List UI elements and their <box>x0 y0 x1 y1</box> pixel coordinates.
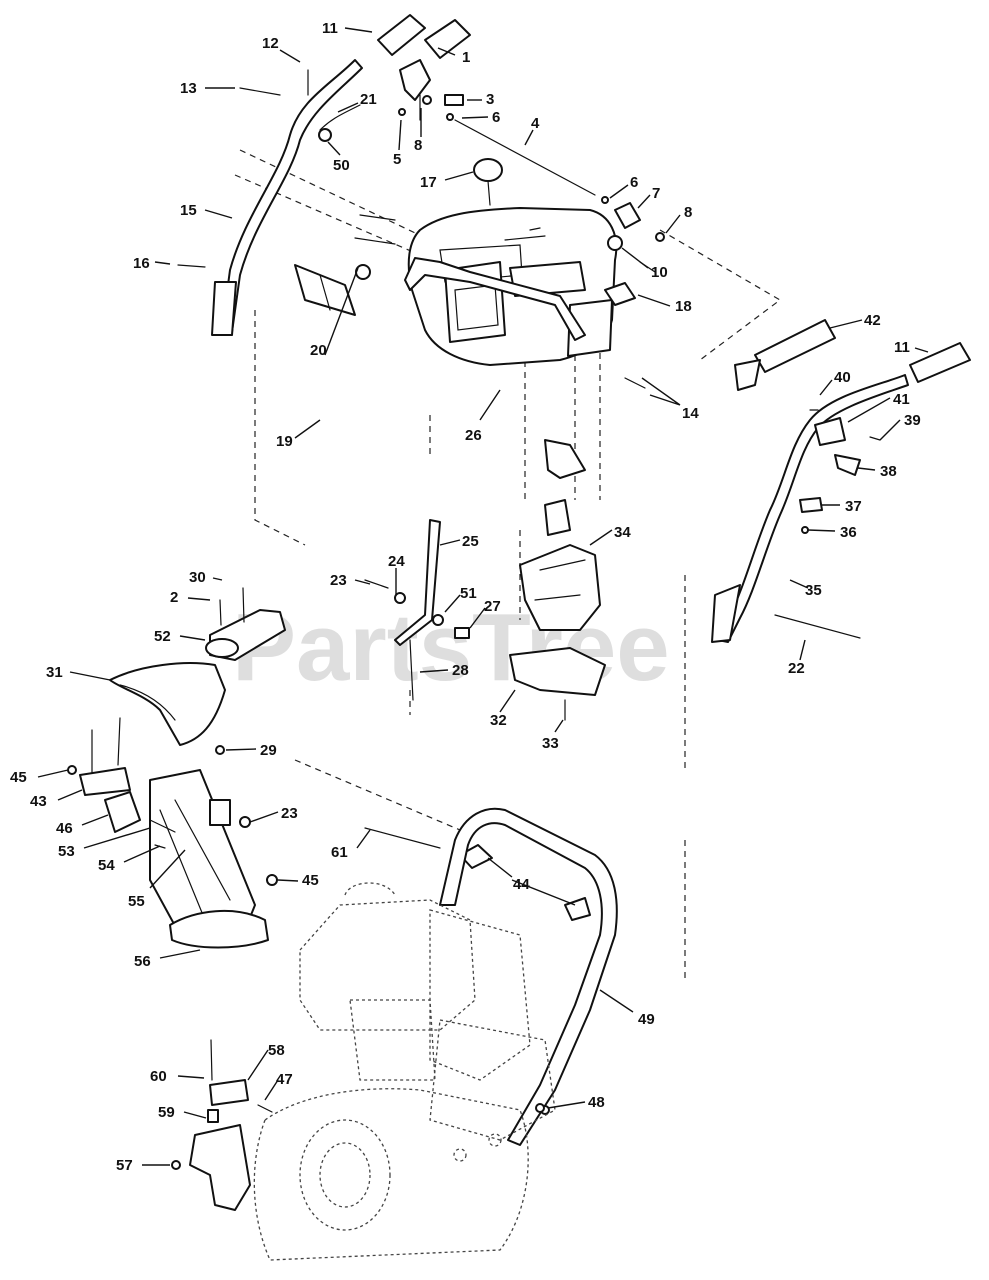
label-part-32: 32 <box>490 712 507 729</box>
label-part-12: 12 <box>262 35 279 52</box>
label-part-35: 35 <box>805 582 822 599</box>
label-part-6: 6 <box>630 174 638 191</box>
label-part-7: 7 <box>652 185 660 202</box>
label-part-42: 42 <box>864 312 881 329</box>
watermark: PartsTree <box>232 594 670 701</box>
label-part-11: 11 <box>322 20 338 37</box>
label-part-17: 17 <box>420 174 437 191</box>
label-part-25: 25 <box>462 533 479 550</box>
label-part-60: 60 <box>150 1068 167 1085</box>
handle-grips <box>377 14 971 383</box>
label-part-33: 33 <box>542 735 559 752</box>
label-part-6: 6 <box>492 109 500 126</box>
label-part-41: 41 <box>893 391 910 408</box>
label-part-3: 3 <box>486 91 494 108</box>
label-part-14: 14 <box>682 405 699 422</box>
label-part-31: 31 <box>46 664 63 681</box>
label-part-57: 57 <box>116 1157 133 1174</box>
label-part-55: 55 <box>128 893 145 910</box>
label-part-36: 36 <box>840 524 857 541</box>
label-part-45: 45 <box>10 769 27 786</box>
upper-small-parts <box>177 59 665 389</box>
label-part-46: 46 <box>56 820 73 837</box>
label-part-19: 19 <box>276 433 293 450</box>
shift-lever <box>364 519 470 701</box>
label-part-10: 10 <box>651 264 668 281</box>
label-part-43: 43 <box>30 793 47 810</box>
label-part-8: 8 <box>684 204 692 221</box>
callout-labels: 11 1 12 13 3 21 6 4 5 8 50 17 6 7 8 15 1… <box>10 20 929 1174</box>
label-part-47: 47 <box>276 1071 293 1088</box>
dash-panel <box>407 158 618 366</box>
label-part-11: 11 <box>894 339 910 356</box>
label-part-61: 61 <box>331 844 348 861</box>
label-part-48: 48 <box>588 1094 605 1111</box>
pitch-control <box>67 717 176 849</box>
label-part-56: 56 <box>134 953 151 970</box>
label-part-23: 23 <box>330 572 347 589</box>
label-part-1: 1 <box>462 49 470 66</box>
label-part-29: 29 <box>260 742 277 759</box>
label-part-59: 59 <box>158 1104 175 1121</box>
right-upper-handle <box>711 374 909 643</box>
label-part-26: 26 <box>465 427 482 444</box>
label-part-52: 52 <box>154 628 171 645</box>
label-part-28: 28 <box>452 662 469 679</box>
label-part-21: 21 <box>360 91 377 108</box>
label-part-20: 20 <box>310 342 327 359</box>
chute-deflector <box>205 587 286 661</box>
label-part-44: 44 <box>513 876 530 893</box>
control-housing <box>509 499 606 721</box>
left-upper-handle <box>211 59 363 336</box>
label-part-24: 24 <box>388 553 405 570</box>
label-part-51: 51 <box>460 585 477 602</box>
label-part-22: 22 <box>788 660 805 677</box>
label-part-39: 39 <box>904 412 921 429</box>
label-part-53: 53 <box>58 843 75 860</box>
label-part-27: 27 <box>484 598 501 615</box>
label-part-37: 37 <box>845 498 862 515</box>
label-part-49: 49 <box>638 1011 655 1028</box>
label-part-13: 13 <box>180 80 197 97</box>
discharge-chute <box>109 662 278 949</box>
label-part-18: 18 <box>675 298 692 315</box>
chute-base <box>171 1039 545 1211</box>
label-part-58: 58 <box>268 1042 285 1059</box>
label-part-5: 5 <box>393 151 401 168</box>
label-part-45: 45 <box>302 872 319 889</box>
label-part-50: 50 <box>333 157 350 174</box>
label-part-23: 23 <box>281 805 298 822</box>
label-part-30: 30 <box>189 569 206 586</box>
label-part-15: 15 <box>180 202 197 219</box>
label-part-16: 16 <box>133 255 150 272</box>
shift-bracket <box>404 257 586 479</box>
alignment-lines <box>234 149 782 980</box>
label-part-2: 2 <box>170 589 178 606</box>
engine-outline <box>253 882 556 1261</box>
light-assembly <box>294 264 371 316</box>
label-part-4: 4 <box>531 115 540 132</box>
label-part-8: 8 <box>414 137 422 154</box>
label-part-54: 54 <box>98 857 115 874</box>
label-part-38: 38 <box>880 463 897 480</box>
label-part-40: 40 <box>834 369 851 386</box>
label-part-34: 34 <box>614 524 631 541</box>
